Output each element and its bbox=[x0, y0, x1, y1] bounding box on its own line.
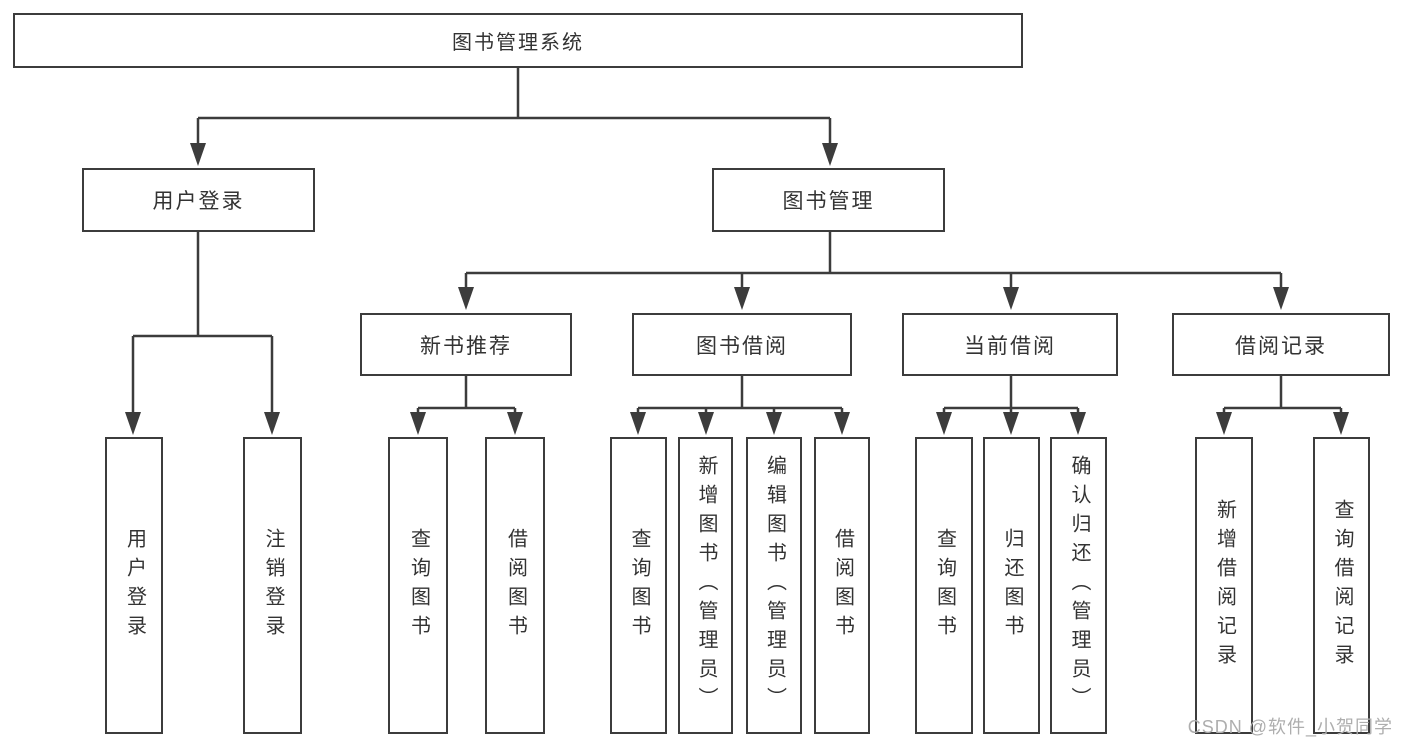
watermark-text: CSDN @软件_小贺同学 bbox=[1187, 717, 1393, 737]
leaf-return-book: 归还图书 bbox=[983, 437, 1040, 734]
leaf-user-login: 用户登录 bbox=[105, 437, 163, 734]
leaf-query-books-recommend: 查询图书 bbox=[388, 437, 448, 734]
arrowhead-icons bbox=[125, 143, 1349, 435]
leaf-borrow-books-borrow: 借阅图书 bbox=[814, 437, 870, 734]
node-new-book-recommend: 新书推荐 bbox=[360, 313, 572, 376]
node-current-borrow: 当前借阅 bbox=[902, 313, 1118, 376]
leaf-query-books-borrow: 查询图书 bbox=[610, 437, 667, 734]
leaf-confirm-return-admin: 确认归还（管理员） bbox=[1050, 437, 1107, 734]
leaf-add-book-admin: 新增图书（管理员） bbox=[678, 437, 733, 734]
leaf-borrow-books-recommend: 借阅图书 bbox=[485, 437, 545, 734]
node-borrow-records: 借阅记录 bbox=[1172, 313, 1390, 376]
leaf-query-books-current: 查询图书 bbox=[915, 437, 973, 734]
leaf-edit-book-admin: 编辑图书（管理员） bbox=[746, 437, 802, 734]
node-root: 图书管理系统 bbox=[13, 13, 1023, 68]
node-book-management: 图书管理 bbox=[712, 168, 945, 232]
node-user-login: 用户登录 bbox=[82, 168, 315, 232]
leaf-query-borrow-record: 查询借阅记录 bbox=[1313, 437, 1370, 734]
leaf-logout: 注销登录 bbox=[243, 437, 302, 734]
leaf-add-borrow-record: 新增借阅记录 bbox=[1195, 437, 1253, 734]
node-book-borrow: 图书借阅 bbox=[632, 313, 852, 376]
